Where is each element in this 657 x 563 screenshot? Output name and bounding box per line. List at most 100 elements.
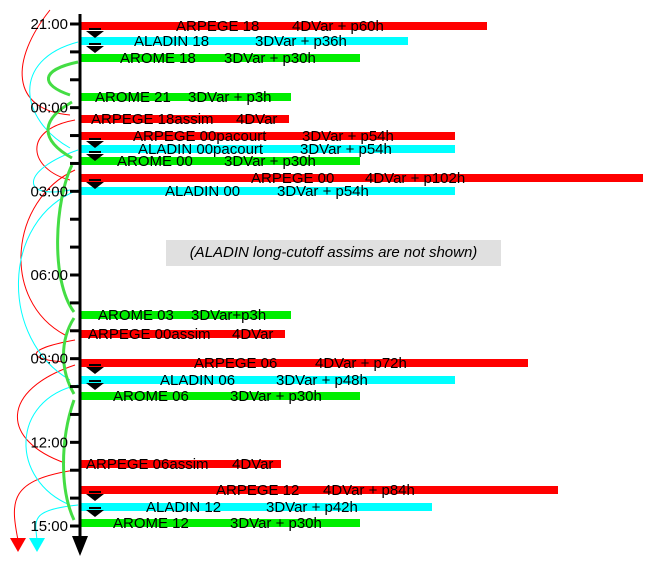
row-method: 4DVar	[236, 111, 277, 128]
red-arrowhead-icon	[10, 538, 26, 552]
bar-arpege-18assim: ARPEGE 18assim 4DVar	[80, 111, 289, 128]
arpege-bar	[80, 22, 487, 30]
aladin-bar	[80, 503, 432, 511]
arome-bar	[80, 54, 360, 62]
row-name: ARPEGE 00	[251, 170, 334, 187]
row-method: 4DVar + p60h	[292, 18, 384, 35]
time-label: 03:00	[30, 183, 68, 200]
row-name: ALADIN 18	[134, 33, 209, 50]
down-arrow-icon	[89, 507, 101, 509]
down-arrow-icon	[86, 46, 104, 53]
red-curve	[36, 339, 76, 363]
green-curve	[62, 399, 76, 521]
down-arrow-icon	[89, 380, 101, 382]
bar-arome-00: AROME 00 3DVar + p30h	[80, 153, 360, 170]
row-name: ARPEGE 18assim	[91, 111, 214, 128]
row-method: 4DVar + p102h	[365, 170, 465, 187]
axis-arrow-icon	[72, 536, 88, 556]
time-label: 12:00	[30, 434, 68, 451]
down-arrow-icon	[89, 151, 101, 153]
arpege-bar	[80, 460, 281, 468]
row-method: 4DVar + p72h	[315, 355, 407, 372]
arome-bar	[80, 392, 360, 400]
down-arrow-icon	[86, 510, 104, 517]
row-method: 3DVar + p30h	[224, 153, 316, 170]
arpege-bar	[80, 115, 289, 123]
row-name: ALADIN 00pacourt	[138, 141, 264, 158]
row-method: 3DVar + p30h	[230, 515, 322, 532]
time-label: 15:00	[30, 518, 68, 535]
down-arrow-icon	[86, 31, 104, 38]
cyan-curve	[18, 189, 79, 381]
bar-arpege-00: ARPEGE 00 4DVar + p102h	[80, 170, 643, 187]
bar-aladin-18: ALADIN 18 3DVar + p36h	[80, 33, 408, 50]
time-label: 21:00	[30, 16, 68, 33]
aladin-bar	[80, 187, 455, 195]
down-arrow-icon	[89, 491, 101, 493]
arome-bar	[80, 93, 291, 101]
green-curve	[46, 100, 73, 160]
arome-bar	[80, 311, 291, 319]
arpege-bar	[80, 486, 558, 494]
row-method: 3DVar + p36h	[255, 33, 347, 50]
row-name: ARPEGE 00pacourt	[133, 128, 267, 145]
red-curve	[16, 364, 76, 464]
arpege-bar	[80, 330, 285, 338]
time-label: 09:00	[30, 351, 68, 368]
arpege-bar	[80, 174, 643, 182]
row-method: 3DVar + p30h	[224, 50, 316, 67]
down-arrow-icon	[86, 383, 104, 390]
bar-arpege-18: ARPEGE 18 4DVar + p60h	[80, 18, 487, 35]
row-method: 4DVar	[232, 456, 273, 473]
dependency-curves	[10, 9, 79, 552]
down-arrow-icon	[86, 494, 104, 501]
row-name: ARPEGE 00assim	[88, 326, 211, 343]
row-method: 3DVar + p54h	[277, 183, 369, 200]
down-arrow-icon	[89, 364, 101, 366]
cyan-curve	[35, 504, 79, 541]
red-curve	[21, 9, 71, 116]
red-curve	[36, 119, 76, 181]
down-arrow-icon	[86, 182, 104, 189]
red-curve	[20, 169, 76, 336]
row-name: AROME 00	[117, 153, 193, 170]
down-arrow-icon	[89, 138, 101, 140]
row-method: 3DVar + p30h	[230, 388, 322, 405]
cyan-curve	[33, 149, 79, 193]
down-arrow-icon	[89, 43, 101, 45]
row-method: 3DVar+p3h	[191, 307, 266, 324]
arpege-bar	[80, 359, 528, 367]
bar-arome-12: AROME 12 3DVar + p30h	[80, 515, 360, 532]
green-curve	[56, 164, 76, 313]
row-method: 4DVar + p84h	[323, 482, 415, 499]
down-arrow-icon	[86, 154, 104, 161]
aladin-bar	[80, 376, 455, 384]
down-arrow-icon	[86, 141, 104, 148]
arpege-bar	[80, 132, 455, 140]
down-arrow-icon	[89, 28, 101, 30]
row-name: ARPEGE 18	[176, 18, 259, 35]
arome-bar	[80, 157, 360, 165]
row-name: AROME 21	[95, 89, 171, 106]
bar-arome-18: AROME 18 3DVar + p30h	[80, 50, 360, 67]
row-method: 3DVar + p3h	[188, 89, 272, 106]
bar-arpege-00pacourt: ARPEGE 00pacourt 3DVar + p54h	[80, 128, 455, 145]
row-name: AROME 18	[120, 50, 196, 67]
row-name: ALADIN 06	[160, 372, 235, 389]
row-method: 3DVar + p42h	[266, 499, 358, 516]
green-curve	[47, 60, 79, 97]
row-method: 3DVar + p54h	[302, 128, 394, 145]
note-aladin-long-cutoff: (ALADIN long-cutoff assims are not shown…	[166, 240, 501, 266]
row-name: AROME 12	[113, 515, 189, 532]
